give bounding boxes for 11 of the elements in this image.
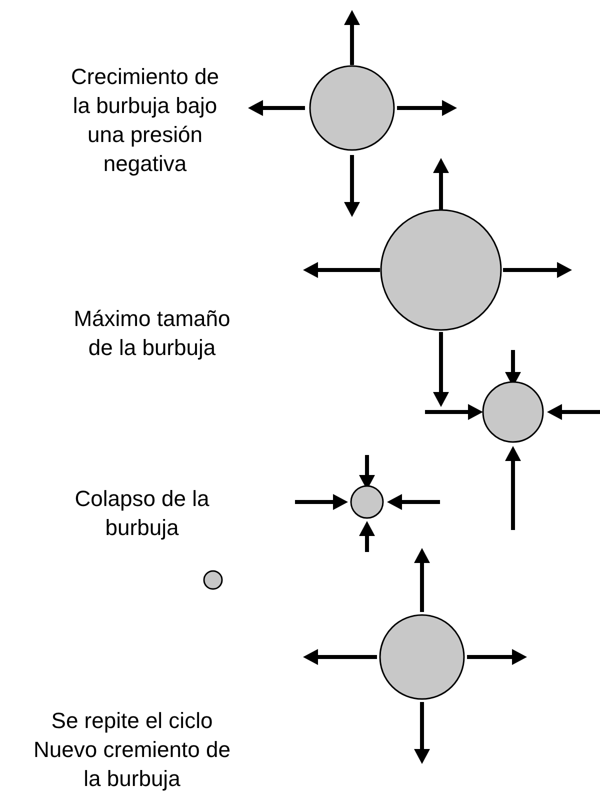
caption-text: Colapso de la burbuja bbox=[74, 485, 210, 542]
bubble bbox=[481, 380, 545, 444]
caption-text: Se repite el ciclo bbox=[50, 707, 214, 735]
caption-text: Crecimiento de la burbuja bajo una presión negativa bbox=[70, 63, 220, 178]
caption-text: Máximo tamaño de la burbuja bbox=[72, 305, 232, 362]
bubble bbox=[378, 613, 466, 701]
caption-text: Nuevo cremiento de la burbuja bbox=[32, 736, 232, 793]
bubble bbox=[349, 484, 385, 520]
bubble bbox=[202, 569, 224, 591]
bubble bbox=[379, 208, 503, 332]
bubble bbox=[308, 64, 396, 152]
